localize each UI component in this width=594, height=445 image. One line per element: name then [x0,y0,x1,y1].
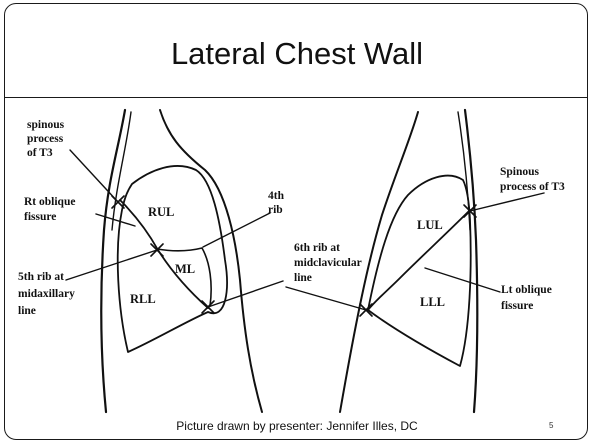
right-4th-rib-leader [203,213,270,247]
label-5th-rib-line-1: 5th rib at [18,271,64,283]
right-lateral-view [66,110,283,412]
right-6th-rib-leader [208,281,283,307]
label-spinous-line-1: spinous [27,119,65,131]
label-left-spinous-line-2: process of T3 [500,181,565,193]
slide-footer: Picture drawn by presenter: Jennifer Ill… [0,419,594,433]
label-rt-oblique-line-1: Rt oblique [24,196,75,208]
right-body-front-outline [160,110,262,412]
label-5th-rib-line-2: midaxillary [18,288,75,300]
right-horizontal-fissure [157,248,211,306]
label-4th-rib-line-2: rib [268,204,283,216]
page-number: 5 [549,421,553,430]
label-lll: LLL [420,295,445,309]
label-lul: LUL [417,218,443,232]
label-spinous-line-2: process [27,133,64,145]
right-5th-rib-leader [66,250,157,280]
label-rul: RUL [148,205,174,219]
label-rll: RLL [130,292,156,306]
label-ml: ML [175,262,195,276]
left-spinous-leader [470,193,544,211]
right-lung-outline [118,166,227,352]
label-5th-rib-line-3: line [18,305,36,317]
shared-6th-rib-leader [286,287,366,310]
left-lt-oblique-leader [425,268,500,292]
label-lt-oblique-line-1: Lt oblique [501,284,552,296]
label-6th-rib-line-2: midclavicular [294,257,362,269]
left-lung-outline [368,176,471,366]
label-6th-rib-line-3: line [294,272,312,284]
label-lt-oblique-line-2: fissure [501,300,533,312]
label-rt-oblique-line-2: fissure [24,211,56,223]
label-spinous-line-3: of T3 [27,147,53,159]
label-6th-rib-line-1: 6th rib at [294,242,340,254]
right-rt-oblique-leader [96,214,135,226]
label-left-spinous-line-1: Spinous [500,166,540,178]
label-4th-rib-line-1: 4th [268,190,285,202]
